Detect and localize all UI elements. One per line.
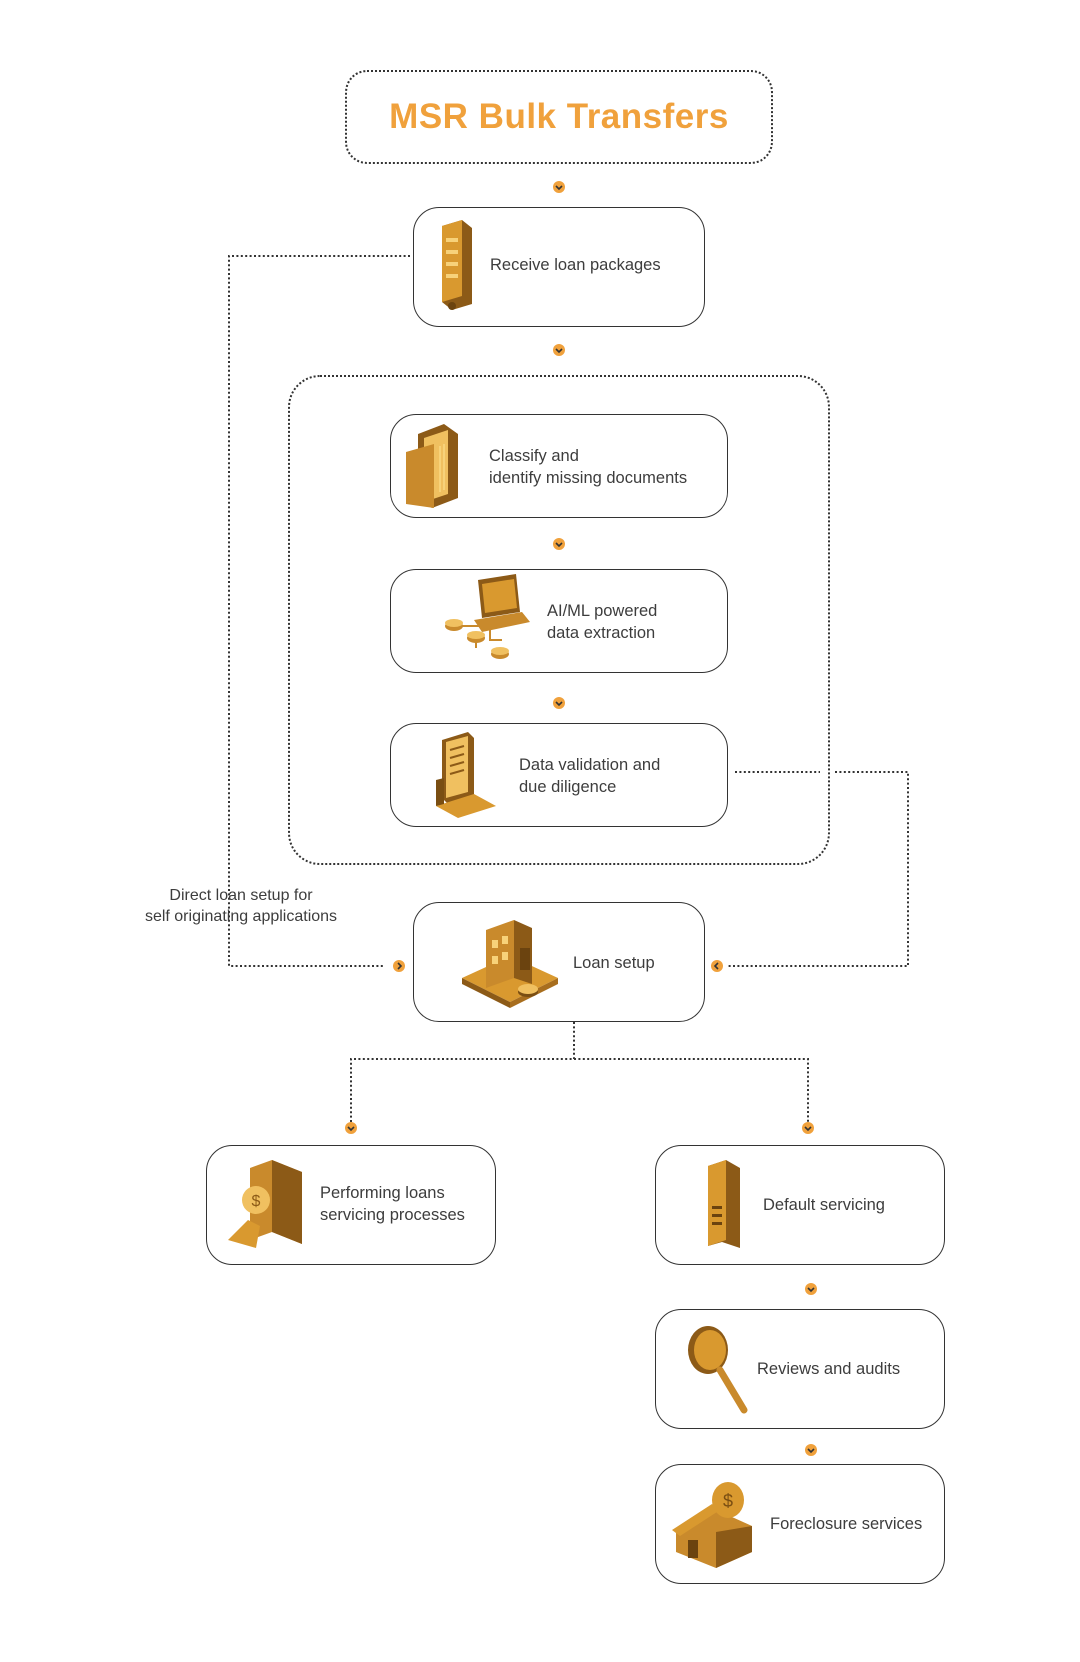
report-laptop-icon [436,732,496,818]
step-label: Performing loans servicing processes [320,1184,465,1224]
laptop-network-icon [445,574,530,659]
step-label: Classify and identify missing documents [489,447,688,487]
page-title: MSR Bulk Transfers [389,97,729,136]
step-loan-setup: Loan setup [413,902,705,1022]
folder-icon [406,424,458,508]
step-label: Receive loan packages [490,256,661,274]
side-note-direct-setup: Direct loan setup for self originating a… [144,887,338,925]
step-label: Foreclosure services [770,1515,923,1533]
building-setup-icon [462,920,558,1008]
svg-text:$: $ [252,1193,261,1210]
magnifier-icon [688,1326,748,1414]
tall-document-icon [708,1160,740,1248]
step-label: Loan setup [573,954,655,972]
processing-group [288,375,830,865]
connector-direct-setup [228,255,410,967]
step-label: Default servicing [763,1196,885,1214]
svg-text:$: $ [723,1491,733,1511]
money-document-icon: $ [228,1160,302,1248]
connector-split-left [350,1058,809,1122]
step-label: AI/ML powered data extraction [547,602,658,642]
step-default-servicing: Default servicing [655,1145,945,1265]
step-label: Reviews and audits [757,1360,901,1378]
title-box: MSR Bulk Transfers [345,70,773,164]
step-label: Data validation and due diligence [519,756,661,796]
connector-validation-setup-2 [728,771,909,967]
house-money-icon: $ [672,1482,752,1568]
document-tablet-icon [442,220,472,310]
